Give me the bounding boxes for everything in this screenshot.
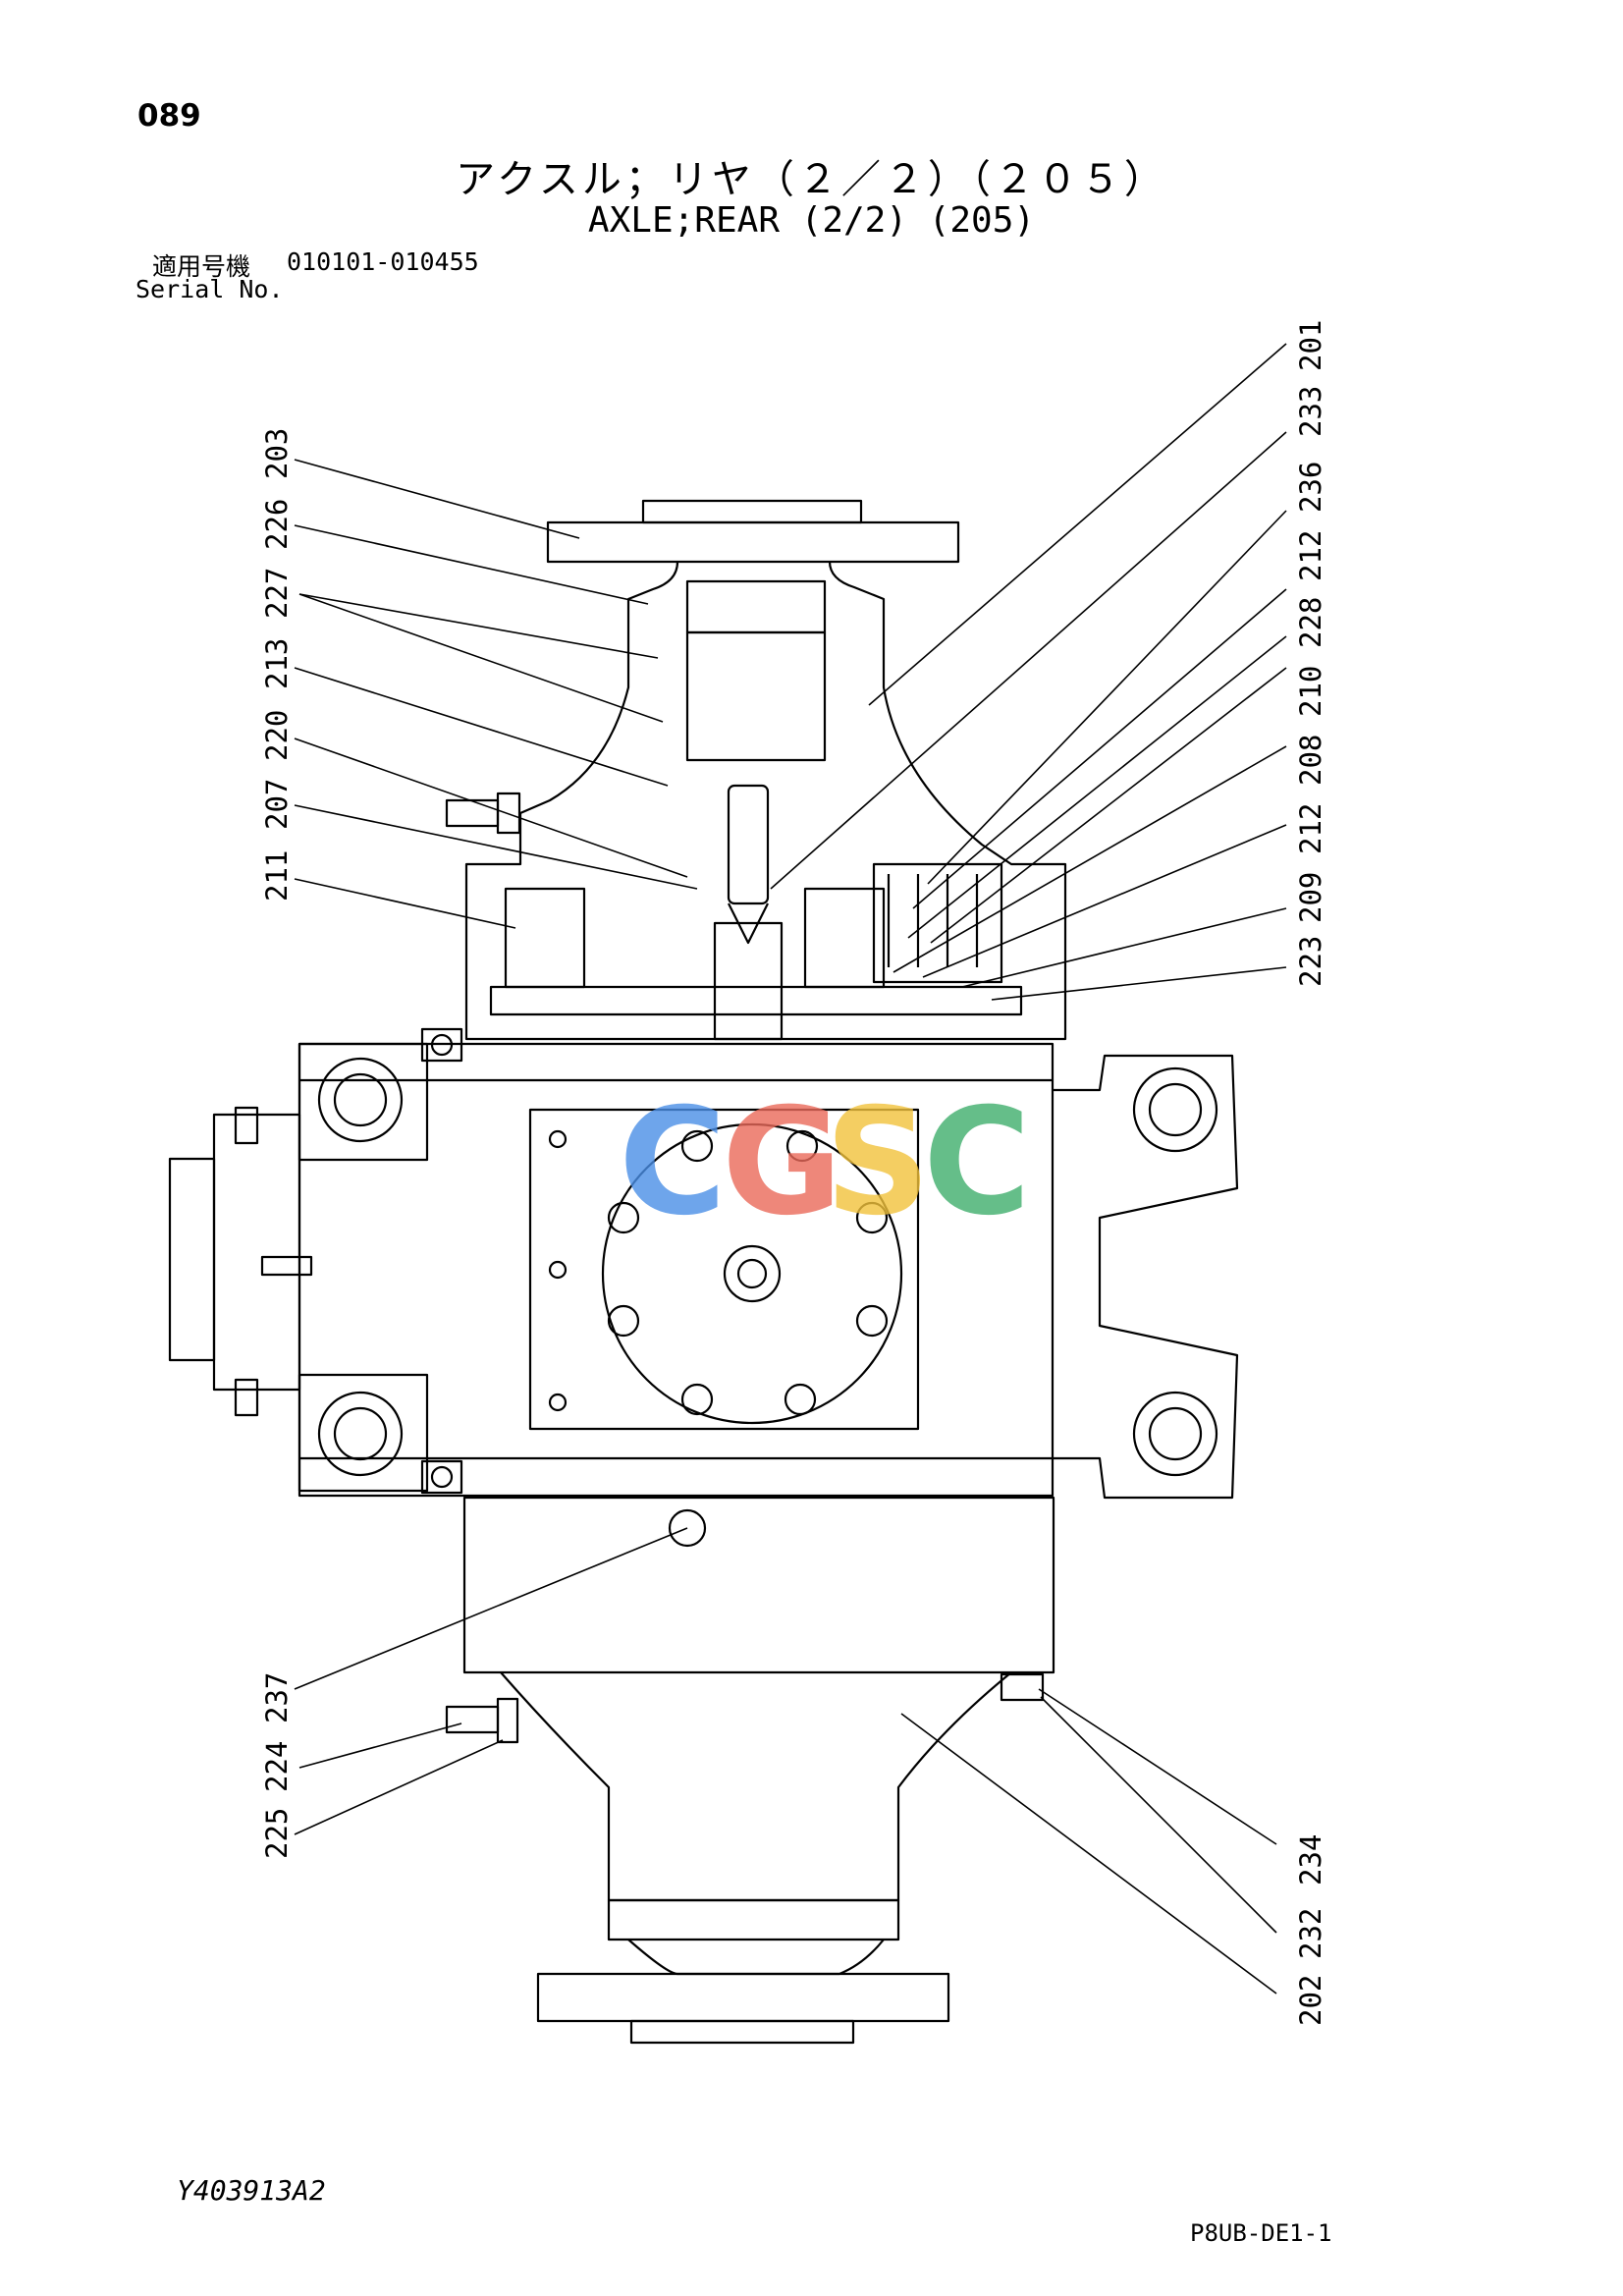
callout-label: 226 — [260, 499, 294, 550]
page-title-japanese: アクスル；リヤ（２／２）（２０５） — [456, 157, 1167, 202]
page-code: P8UB-DE1-1 — [1190, 2219, 1332, 2247]
serial-range: 010101-010455 — [287, 247, 479, 276]
breather-fitting — [445, 798, 500, 828]
cgsc-watermark: C G S C — [619, 1077, 1031, 1248]
lower-shaft — [713, 921, 784, 1041]
callout-label: 232 — [1294, 1908, 1327, 1959]
right-ears — [1053, 1054, 1239, 1500]
callout-label: 228 — [1294, 597, 1327, 648]
top-bell-housing — [464, 561, 1067, 1041]
callout-label: 202 — [1294, 1975, 1327, 2026]
callout-label: 234 — [1294, 1834, 1327, 1886]
callout-label: 223 — [1294, 936, 1327, 987]
page-number: 089 — [137, 98, 201, 134]
grease-fitting — [445, 1705, 500, 1734]
serial-label-japanese: 適用号機 — [152, 252, 251, 281]
top-flange — [546, 520, 960, 564]
svg-text:S: S — [825, 1077, 931, 1248]
svg-text:G: G — [722, 1077, 842, 1248]
gear-pack — [872, 862, 1003, 984]
callout-label: 225 — [260, 1808, 294, 1859]
callout-label: 224 — [260, 1741, 294, 1792]
left-ear-top — [298, 1042, 429, 1162]
callout-label: 233 — [1294, 386, 1327, 437]
top-bearing-cap — [685, 579, 827, 634]
lower-housing — [462, 1496, 1055, 1674]
callout-label: 212 — [1294, 530, 1327, 581]
center-pin-tip — [728, 902, 769, 945]
cover-plate — [528, 1108, 920, 1431]
callout-label: 210 — [1294, 666, 1327, 717]
top-flange-hub — [641, 499, 863, 524]
top-shaft — [685, 630, 827, 762]
svg-text:C: C — [619, 1077, 727, 1248]
svg-text:C: C — [923, 1077, 1031, 1248]
lower-bell-housing — [500, 1671, 1012, 1902]
callout-label: 207 — [260, 779, 294, 830]
callout-label: 236 — [1294, 462, 1327, 513]
callout-label: 237 — [260, 1672, 294, 1723]
bottom-flange — [536, 1972, 950, 2023]
drain-plug — [668, 1508, 707, 1548]
callout-label: 211 — [260, 850, 294, 902]
drive-flange — [601, 1122, 903, 1425]
planet-left — [504, 887, 586, 989]
left-ear-bottom — [298, 1373, 429, 1493]
flange-bolts — [607, 1129, 889, 1416]
center-pin — [727, 784, 770, 905]
callout-label: 209 — [1294, 872, 1327, 923]
leader-lines — [294, 343, 1287, 1995]
serial-label-english: Serial No. — [135, 275, 284, 303]
gear-plate — [489, 985, 1023, 1016]
drawing-number: Y403913A2 — [177, 2174, 326, 2207]
callout-label: 208 — [1294, 735, 1327, 786]
page-title-english: AXLE;REAR (2/2) (205) — [587, 200, 1036, 241]
callout-label: 212 — [1294, 803, 1327, 854]
plug-fitting — [1000, 1672, 1045, 1702]
sensor-block — [212, 1113, 301, 1392]
callout-label: 227 — [260, 568, 294, 619]
callout-label: 213 — [260, 638, 294, 689]
callout-label: 203 — [260, 428, 294, 479]
planet-right — [803, 887, 886, 989]
callout-label: 201 — [1294, 320, 1327, 371]
drive-hub — [723, 1244, 782, 1303]
callout-label: 220 — [260, 710, 294, 761]
